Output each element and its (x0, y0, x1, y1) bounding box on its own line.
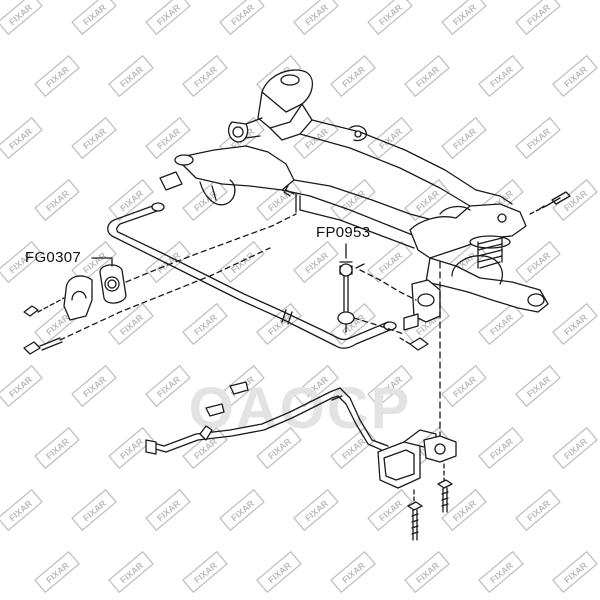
lower-mount-bracket (377, 429, 457, 541)
stabilizer-bushing-parts (23, 213, 297, 355)
fg0307-leader (91, 257, 113, 267)
abs-sensor-wire (145, 381, 389, 455)
stabilizer-bar (107, 202, 397, 349)
part-number-fp0953: FP0953 (316, 224, 371, 241)
stabilizer-link-parts (337, 261, 429, 351)
rear-subframe (159, 69, 571, 331)
part-number-fg0307: FG0307 (25, 249, 81, 266)
